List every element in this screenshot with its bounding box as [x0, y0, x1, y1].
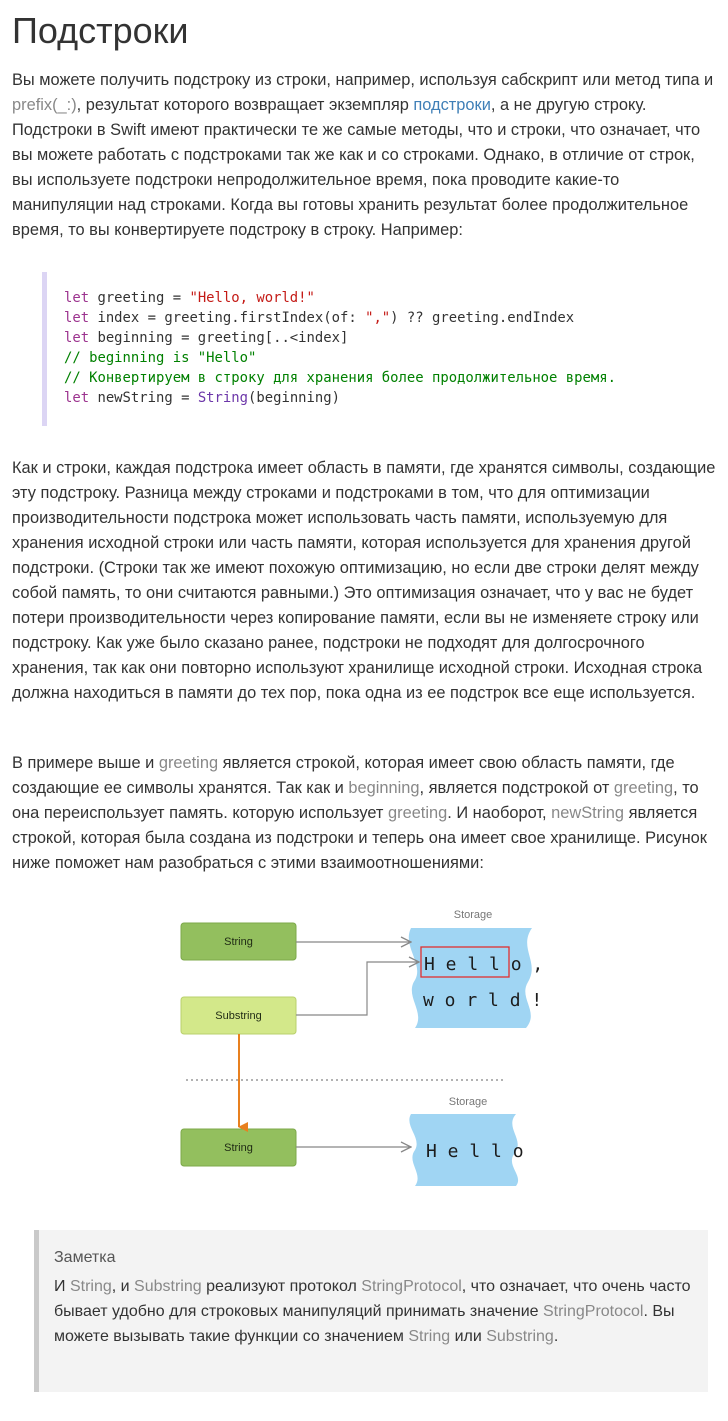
- storage-top-text-2: w o r l d !: [423, 990, 542, 1011]
- code-ref-substring: Substring: [486, 1328, 554, 1345]
- code-ref-string: String: [69, 1278, 112, 1295]
- memory-paragraph: Как и строки, каждая подстрока имеет обл…: [12, 459, 716, 702]
- code-ref-stringprotocol: StringProtocol: [361, 1278, 462, 1295]
- substring-box-label: Substring: [215, 1010, 261, 1022]
- note-title: Заметка: [54, 1249, 116, 1266]
- string-box-top-label: String: [224, 936, 253, 948]
- code-ref-newstring: newString: [551, 804, 625, 822]
- code-ref-greeting: greeting: [158, 754, 219, 772]
- storage-bottom-text: H e l l o: [426, 1141, 524, 1162]
- storage-label-top: Storage: [454, 909, 493, 921]
- string-box-bottom-label: String: [224, 1142, 253, 1154]
- page-title: Подстроки: [12, 10, 189, 51]
- note-body: И String, и Substring реализуют протокол…: [54, 1278, 691, 1345]
- string-substring-diagram: Storage Storage H e l l o , w o r l d ! …: [170, 900, 550, 1200]
- code-ref-greeting: greeting: [613, 779, 674, 797]
- code-ref-string: String: [408, 1328, 451, 1345]
- code-block: let greeting = "Hello, world!" let index…: [42, 272, 682, 426]
- substring-highlight: [420, 946, 510, 978]
- storage-top-shape: [408, 928, 532, 1028]
- code-line-5: // Конвертируем в строку для хранения бо…: [64, 370, 616, 386]
- code-line-2: let index = greeting.firstIndex(of: ",")…: [64, 310, 575, 326]
- code-line-4: // beginning is "Hello": [64, 350, 257, 366]
- code-ref-beginning: beginning: [348, 779, 420, 797]
- storage-top-text-1: H e l l o ,: [424, 954, 543, 975]
- diagram-svg: Storage Storage H e l l o , w o r l d ! …: [180, 909, 543, 1186]
- arrow-substring-to-storage: [296, 962, 419, 1016]
- code-ref-stringprotocol: StringProtocol: [542, 1303, 644, 1320]
- intro-paragraph: Вы можете получить подстроку из строки, …: [12, 71, 714, 239]
- substring-link[interactable]: подстроки: [413, 96, 491, 114]
- example-paragraph: В примере выше и greeting является строк…: [12, 754, 707, 872]
- storage-label-bottom: Storage: [449, 1096, 488, 1108]
- code-ref-substring: Substring: [134, 1278, 202, 1295]
- prefix-method-link[interactable]: prefix(_:): [12, 96, 77, 114]
- storage-bottom-shape: [409, 1114, 519, 1186]
- code-line-6: let newString = String(beginning): [64, 390, 340, 406]
- note-box: Заметка И String, и Substring реализуют …: [34, 1230, 708, 1392]
- code-line-1: let greeting = "Hello, world!": [64, 290, 315, 306]
- code-ref-greeting: greeting: [388, 804, 448, 822]
- code-line-3: let beginning = greeting[..<index]: [64, 330, 349, 346]
